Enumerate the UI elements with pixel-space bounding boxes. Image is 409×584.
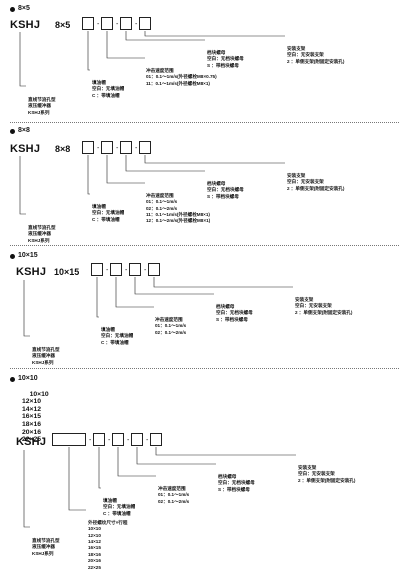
dash: - [144,267,147,274]
code-box-speed [82,141,94,154]
section-title: 8×8 [18,127,30,134]
code-box-fill [112,433,124,446]
code-box-speed [91,263,103,276]
code-box-nut [120,141,132,154]
code-box-fill [101,141,113,154]
code-box-nut [129,263,141,276]
leader-lines [19,31,285,87]
dash: - [97,21,100,28]
code-box-outer-size [52,433,86,446]
model-code: KSHJ [10,143,41,155]
section-bullet [10,254,15,259]
section-bullet [10,7,15,12]
dash: - [127,437,130,444]
model-code: KSHJ [16,436,47,448]
model-dims: 8×8 [55,144,71,154]
dash: - [106,267,109,274]
dash: - [135,145,138,152]
code-box-bracket [150,433,162,446]
dash: - [108,437,111,444]
section-bullet [10,129,15,134]
code-box-speed [82,17,94,30]
code-box-bracket [139,141,151,154]
dash: - [89,437,92,444]
model-dims: 8×5 [55,20,71,30]
section-bullet [10,377,15,382]
size-list: 10×10 12×10 14×12 16×15 18×16 20×16 22×2… [22,383,49,451]
dash: - [97,145,100,152]
size-list-text: 10×10 12×10 14×12 16×15 18×16 20×16 22×2… [22,390,49,444]
code-box-fill [110,263,122,276]
section-title: 10×15 [18,252,38,259]
section-divider [10,245,399,246]
dash: - [146,437,149,444]
dash: - [116,21,119,28]
leader-lines [23,277,293,337]
code-box-nut [120,17,132,30]
section-divider [10,368,399,369]
model-dims: 10×15 [54,267,80,277]
dash: - [125,267,128,274]
leader-lines [19,155,285,215]
leader-lines [23,447,296,528]
model-code: KSHJ [10,19,41,31]
dash: - [116,145,119,152]
code-box-bracket [139,17,151,30]
model-code: KSHJ [16,266,47,278]
code-box-bracket [148,263,160,276]
section-title: 10×10 [18,375,38,382]
code-box-fill [101,17,113,30]
code-box-nut [131,433,143,446]
section-title: 8×5 [18,5,30,12]
code-box-speed [93,433,105,446]
dash: - [135,21,138,28]
section-divider [10,122,399,123]
